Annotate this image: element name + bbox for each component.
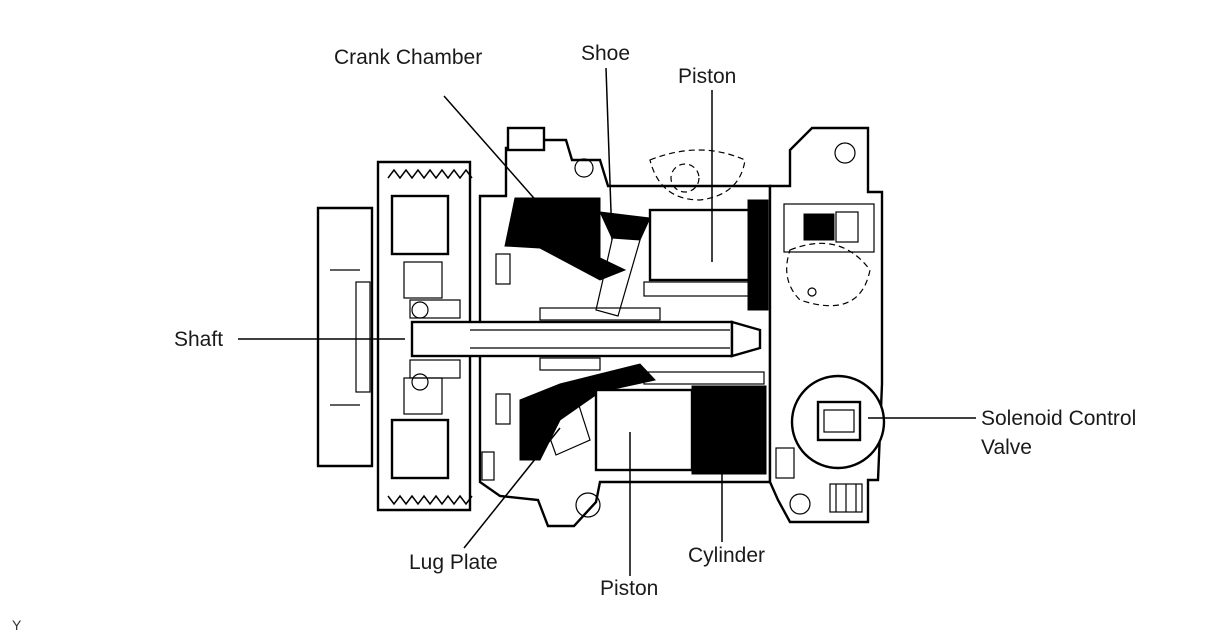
label-solenoid-line2: Valve [981,436,1032,459]
piston-bottom [594,388,694,472]
label-piston-bottom: Piston [600,577,658,600]
corner-mark: Y [12,617,22,633]
piston-top [648,208,752,282]
leader-lug-plate [463,427,561,549]
leader-crank-chamber [443,95,541,206]
label-lug-plate: Lug Plate [409,551,498,574]
clutch-hub [316,206,374,468]
compressor-illustration [316,126,886,528]
crank-chamber-region [504,197,627,281]
label-crank-chamber: Crank Chamber [334,46,482,69]
leader-shoe [605,67,613,241]
label-cylinder: Cylinder [688,544,765,567]
shaft [410,320,734,358]
leader-lines [238,67,976,576]
cylinder [691,385,767,475]
labels: Crank Chamber Shoe Piston Shaft Solenoid… [12,42,1136,633]
label-solenoid-line1: Solenoid Control [981,407,1136,430]
label-shoe: Shoe [581,42,630,65]
label-piston-top: Piston [678,65,736,88]
pulley-teeth-top [387,168,473,180]
pulley-teeth-bottom [387,494,473,506]
lug-plate-region [519,363,656,461]
label-shaft: Shaft [174,328,223,351]
